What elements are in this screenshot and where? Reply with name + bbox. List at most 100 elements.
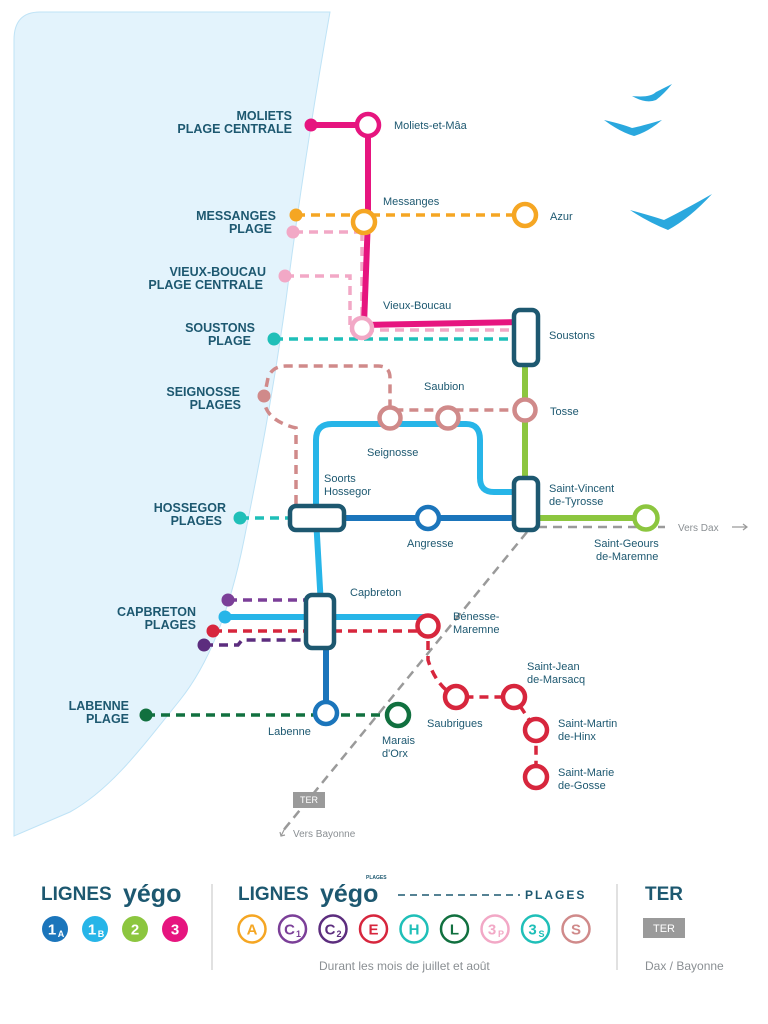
bird-icon bbox=[604, 120, 662, 136]
main-line-badge: 3 bbox=[162, 916, 188, 942]
beach-label-moliets-2: PLAGE CENTRALE bbox=[177, 122, 292, 136]
beach-label-seignosse-1: SEIGNOSSE bbox=[166, 385, 240, 399]
beach-line-badge-sub: P bbox=[498, 929, 504, 939]
station-saubrigues bbox=[442, 683, 470, 711]
label-capbreton: Capbreton bbox=[350, 587, 401, 599]
label-messanges: Messanges bbox=[383, 196, 440, 208]
station-messanges bbox=[350, 208, 378, 236]
stations bbox=[312, 111, 660, 791]
station-marais-dorx bbox=[384, 701, 412, 729]
beach-line-c2 bbox=[204, 638, 320, 647]
label-marais: Marais bbox=[382, 735, 416, 747]
beach-line-badge-label: 3 bbox=[528, 922, 536, 939]
label-saubion: Saubion bbox=[424, 381, 464, 393]
legend-summer-note: Durant les mois de juillet et août bbox=[319, 959, 490, 973]
beach-lines bbox=[146, 213, 538, 776]
svg-text:TER: TER bbox=[300, 795, 319, 805]
label-tosse: Tosse bbox=[550, 406, 579, 418]
arrow-right-icon bbox=[732, 523, 748, 531]
station-vieux-boucau bbox=[349, 315, 375, 341]
beach-label-hossegor-1: HOSSEGOR bbox=[154, 501, 226, 515]
station-angresse bbox=[414, 504, 442, 532]
station-saubion bbox=[435, 405, 461, 431]
arrow-down-left-icon bbox=[279, 825, 287, 837]
hub-saint-vincent bbox=[511, 475, 541, 533]
beach-label-capbreton-2: PLAGES bbox=[145, 618, 196, 632]
station-labenne bbox=[312, 699, 340, 727]
ter-line bbox=[281, 525, 665, 833]
label-soustons: Soustons bbox=[549, 330, 595, 342]
label-vieux-boucau: Vieux-Boucau bbox=[383, 300, 451, 312]
station-seignosse bbox=[377, 405, 403, 431]
beach-label-soustons-2: PLAGE bbox=[208, 334, 251, 348]
station-saint-marie bbox=[522, 763, 550, 791]
beach-line-badge-label: L bbox=[450, 922, 459, 939]
legend-brand: yégo bbox=[123, 880, 181, 908]
label-saint-vincent-1: Saint-Vincent bbox=[549, 483, 614, 495]
station-moliets bbox=[354, 111, 382, 139]
beach-line-badge-label: A bbox=[247, 922, 258, 939]
label-dorx: d'Orx bbox=[382, 748, 408, 760]
beach-label-vieux-boucau-1: VIEUX-BOUCAU bbox=[169, 265, 266, 279]
beach-endpoints bbox=[139, 118, 318, 722]
beach-line-badge-sub: S bbox=[538, 929, 544, 939]
main-line-badge-label: 2 bbox=[131, 922, 139, 939]
label-saint-martin-2: de-Hinx bbox=[558, 731, 596, 743]
beach-line-badge-label: S bbox=[571, 922, 581, 939]
beach-line-badge-sub: 1 bbox=[296, 929, 301, 939]
label-saint-geours-2: de-Maremne bbox=[596, 551, 658, 563]
ocean-area bbox=[13, 11, 331, 837]
beach-label-seignosse-2: PLAGES bbox=[190, 398, 241, 412]
station-tosse bbox=[512, 397, 538, 423]
station-saint-geours bbox=[632, 504, 660, 532]
label-saint-vincent-2: de-Tyrosse bbox=[549, 496, 603, 508]
beach-line-badge: H bbox=[399, 914, 429, 944]
beach-label-moliets-1: MOLIETS bbox=[236, 109, 292, 123]
beach-label-vieux-boucau-2: PLAGE CENTRALE bbox=[148, 278, 263, 292]
label-saint-geours-1: Saint-Geours bbox=[594, 538, 659, 550]
direction-arrows bbox=[279, 523, 748, 837]
label-vers-dax: Vers Dax bbox=[678, 523, 719, 534]
beach-line-badge-label: C bbox=[325, 922, 336, 939]
label-benesse-2: Maremne bbox=[453, 624, 499, 636]
beach-line-badge: E bbox=[358, 914, 389, 944]
legend-ter-box-label: TER bbox=[653, 923, 675, 935]
beach-label-messanges-2: PLAGE bbox=[229, 222, 272, 236]
beach-line-badge: S bbox=[561, 914, 591, 944]
label-moliets-et-maa: Moliets-et-Mâa bbox=[394, 120, 468, 132]
beach-line-badge: L bbox=[439, 914, 470, 944]
legend-plages-brand: yégo bbox=[320, 880, 378, 908]
beach-label-labenne-1: LABENNE bbox=[69, 699, 129, 713]
legend-ter-note: Dax / Bayonne bbox=[645, 959, 724, 973]
beach-line-badge-label: C bbox=[284, 922, 295, 939]
label-seignosse: Seignosse bbox=[367, 447, 418, 459]
hub-soustons bbox=[511, 307, 541, 368]
label-saint-jean-2: de-Marsacq bbox=[527, 674, 585, 686]
label-benesse-1: Bénesse- bbox=[453, 611, 500, 623]
label-saint-marie-1: Saint-Marie bbox=[558, 767, 614, 779]
label-vers-bayonne: Vers Bayonne bbox=[293, 829, 356, 840]
beach-label-labenne-2: PLAGE bbox=[86, 712, 129, 726]
station-benesse bbox=[415, 613, 441, 639]
label-soorts: Soorts bbox=[324, 473, 356, 485]
hub-capbreton bbox=[303, 592, 337, 651]
birds-decoration bbox=[604, 84, 712, 230]
main-line-badge-label: 3 bbox=[171, 922, 179, 939]
legend-plages-super: PLAGES bbox=[366, 875, 387, 881]
beach-line-3p bbox=[285, 230, 512, 332]
station-labels: Moliets-et-Mâa Messanges Azur Vieux-Bouc… bbox=[268, 120, 719, 840]
hub-stations bbox=[287, 307, 541, 651]
beach-label-messanges-1: MESSANGES bbox=[196, 209, 276, 223]
beach-label-capbreton-1: CAPBRETON bbox=[117, 605, 196, 619]
legend-plages-lignes-title: LIGNES bbox=[238, 884, 309, 905]
beach-line-badge-sub: 2 bbox=[336, 929, 341, 939]
